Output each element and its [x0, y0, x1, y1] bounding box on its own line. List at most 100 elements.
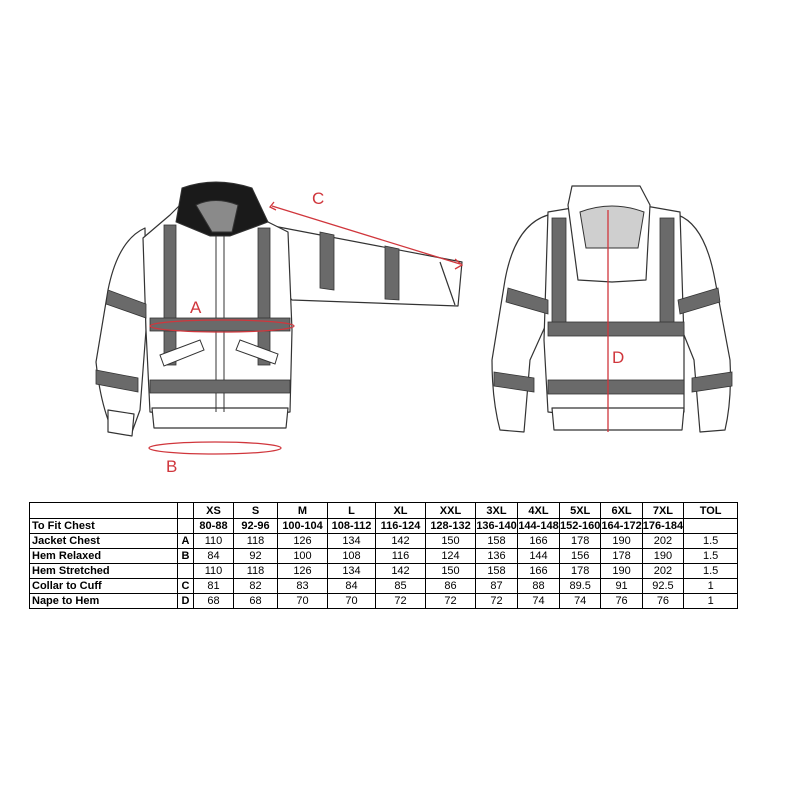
fit-chest-row: To Fit Chest 80-88 92-96 100-104 108-112…	[29, 518, 739, 534]
tol-cell: 1	[683, 593, 739, 609]
measure-cell: 178	[600, 548, 643, 564]
measure-cell: 76	[600, 593, 643, 609]
header-size: L	[327, 502, 376, 519]
header-row: XS S M L XL XXL 3XL 4XL 5XL 6XL 7XL TOL	[29, 502, 739, 519]
tol-cell: 1.5	[683, 548, 739, 564]
fit-cell: 176-184	[641, 518, 685, 534]
measure-cell: 110	[193, 563, 234, 579]
fit-cell: 136-140	[475, 518, 518, 534]
measure-cell: 144	[517, 548, 560, 564]
header-size: 5XL	[558, 502, 602, 519]
header-size: M	[277, 502, 328, 519]
measure-cell: 126	[277, 533, 328, 549]
measure-cell: 108	[327, 548, 376, 564]
fit-cell: 152-160	[558, 518, 602, 534]
measure-cell: 166	[517, 563, 560, 579]
size-chart-table: XS S M L XL XXL 3XL 4XL 5XL 6XL 7XL TOL …	[29, 502, 739, 609]
header-size: S	[233, 502, 278, 519]
measure-cell: 156	[558, 548, 602, 564]
row-label: Hem Stretched	[29, 563, 178, 579]
measure-cell: 87	[475, 578, 518, 594]
label-a: A	[190, 298, 202, 317]
measure-cell: 84	[193, 548, 234, 564]
measure-cell: 178	[558, 563, 602, 579]
measure-cell: 74	[558, 593, 602, 609]
fit-cell: 100-104	[277, 518, 328, 534]
label-c: C	[312, 189, 324, 208]
row-code	[177, 518, 194, 534]
fit-cell: 80-88	[193, 518, 234, 534]
tol-cell: 1.5	[683, 563, 739, 579]
fit-cell: 128-132	[425, 518, 476, 534]
measure-cell: 150	[425, 563, 476, 579]
measure-cell: 74	[517, 593, 560, 609]
header-tol: TOL	[683, 502, 739, 519]
row-label: Collar to Cuff	[29, 578, 178, 594]
measure-cell: 81	[193, 578, 234, 594]
header-blank	[29, 502, 178, 519]
header-size: 6XL	[600, 502, 643, 519]
fit-cell: 116-124	[375, 518, 426, 534]
header-code-blank	[177, 502, 194, 519]
measure-cell: 72	[475, 593, 518, 609]
measure-cell: 166	[517, 533, 560, 549]
jacket-illustrations: A B C D	[95, 181, 733, 476]
measure-cell: 134	[327, 563, 376, 579]
fit-cell: 144-148	[517, 518, 560, 534]
header-size: 7XL	[641, 502, 685, 519]
row-code: C	[177, 578, 194, 594]
fit-tol	[683, 518, 739, 534]
measure-cell: 88	[517, 578, 560, 594]
measure-cell: 202	[641, 563, 685, 579]
row-code: B	[177, 548, 194, 564]
measure-cell: 158	[475, 533, 518, 549]
measure-cell: 110	[193, 533, 234, 549]
back-reflective-tape	[493, 217, 733, 395]
measure-cell: 150	[425, 533, 476, 549]
measure-cell: 116	[375, 548, 426, 564]
row-code: D	[177, 593, 194, 609]
row-label: Hem Relaxed	[29, 548, 178, 564]
label-d: D	[612, 348, 624, 367]
measure-cell: 142	[375, 533, 426, 549]
measure-cell: 202	[641, 533, 685, 549]
measure-cell: 100	[277, 548, 328, 564]
measure-cell: 76	[641, 593, 685, 609]
measure-cell: 190	[641, 548, 685, 564]
fit-cell: 164-172	[600, 518, 643, 534]
tol-cell: 1.5	[683, 533, 739, 549]
measure-cell: 190	[600, 563, 643, 579]
measure-cell: 178	[558, 533, 602, 549]
measure-cell: 70	[327, 593, 376, 609]
tol-cell: 1	[683, 578, 739, 594]
measure-cell: 92.5	[641, 578, 685, 594]
header-size: XL	[375, 502, 426, 519]
fit-cell: 108-112	[327, 518, 376, 534]
measure-cell: 85	[375, 578, 426, 594]
header-size: XXL	[425, 502, 476, 519]
measure-cell: 72	[375, 593, 426, 609]
measure-cell: 68	[233, 593, 278, 609]
row-label: To Fit Chest	[29, 518, 178, 534]
measure-cell: 84	[327, 578, 376, 594]
measure-cell: 118	[233, 533, 278, 549]
fit-cell: 92-96	[233, 518, 278, 534]
measure-cell: 118	[233, 563, 278, 579]
measure-cell: 136	[475, 548, 518, 564]
measure-cell: 92	[233, 548, 278, 564]
measure-cell: 89.5	[558, 578, 602, 594]
measure-cell: 126	[277, 563, 328, 579]
measure-cell: 158	[475, 563, 518, 579]
row-code	[177, 563, 194, 579]
measure-cell: 134	[327, 533, 376, 549]
measure-cell: 142	[375, 563, 426, 579]
measure-cell: 83	[277, 578, 328, 594]
measure-cell: 82	[233, 578, 278, 594]
header-size: 3XL	[475, 502, 518, 519]
row-label: Jacket Chest	[29, 533, 178, 549]
measure-cell: 86	[425, 578, 476, 594]
